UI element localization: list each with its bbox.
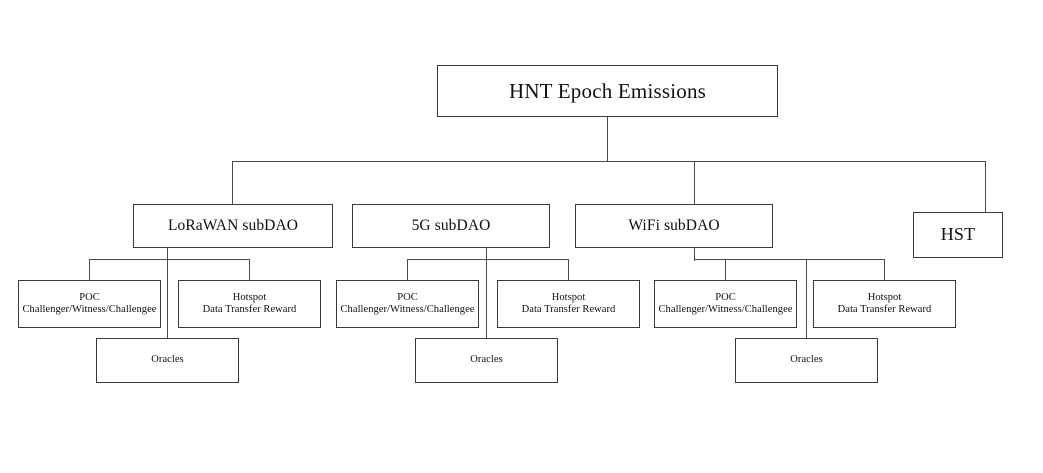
connector-lorawan-to-poc <box>89 259 91 280</box>
connector-top-bus <box>232 161 986 163</box>
node-label: Oracles <box>470 354 503 366</box>
connector-root-stem <box>607 117 609 162</box>
node-wifi-oracles[interactable]: Oracles <box>735 338 878 383</box>
node-label-line2: Data Transfer Reward <box>202 304 297 315</box>
node-5g-poc[interactable]: POC Challenger/Witness/Challengee <box>336 280 479 328</box>
node-label: Oracles <box>790 354 823 366</box>
node-label: HST <box>940 224 976 245</box>
node-lorawan-subdao[interactable]: LoRaWAN subDAO <box>133 204 333 248</box>
connector-wifi-to-hotspot <box>884 259 886 280</box>
node-label: 5G subDAO <box>411 216 491 234</box>
node-label-line2: Challenger/Witness/Challengee <box>22 304 157 315</box>
node-label-line2: Data Transfer Reward <box>837 304 932 315</box>
node-5g-hotspot[interactable]: Hotspot Data Transfer Reward <box>497 280 640 328</box>
connector-wifi-stem <box>694 248 696 261</box>
node-label-line1: Hotspot <box>232 291 267 303</box>
connector-drop-lorawan <box>232 161 234 204</box>
connector-drop-hst <box>985 161 987 212</box>
connector-fiveg-stem <box>486 248 488 261</box>
node-label-line2: Data Transfer Reward <box>521 304 616 315</box>
node-label-line2: Challenger/Witness/Challengee <box>340 304 475 315</box>
node-label-line1: Hotspot <box>551 291 586 303</box>
node-lorawan-oracles[interactable]: Oracles <box>96 338 239 383</box>
connector-lorawan-bus <box>89 259 250 261</box>
node-label-line1: Hotspot <box>867 291 902 303</box>
node-5g-oracles[interactable]: Oracles <box>415 338 558 383</box>
node-label: Oracles <box>151 354 184 366</box>
connector-fiveg-to-oracles <box>486 259 488 339</box>
node-wifi-poc[interactable]: POC Challenger/Witness/Challengee <box>654 280 797 328</box>
connector-wifi-to-oracles <box>806 259 808 339</box>
node-label: HNT Epoch Emissions <box>508 78 707 103</box>
connector-wifi-bus <box>694 259 885 261</box>
connector-fiveg-bus <box>407 259 569 261</box>
connector-fiveg-to-poc <box>407 259 409 280</box>
node-hst[interactable]: HST <box>913 212 1003 258</box>
node-wifi-hotspot[interactable]: Hotspot Data Transfer Reward <box>813 280 956 328</box>
node-lorawan-hotspot[interactable]: Hotspot Data Transfer Reward <box>178 280 321 328</box>
node-lorawan-poc[interactable]: POC Challenger/Witness/Challengee <box>18 280 161 328</box>
node-label-line2: Challenger/Witness/Challengee <box>658 304 793 315</box>
node-label-line1: POC <box>79 291 100 303</box>
node-label-line1: POC <box>397 291 418 303</box>
connector-fiveg-to-hotspot <box>568 259 570 280</box>
node-hnt-epoch-emissions[interactable]: HNT Epoch Emissions <box>437 65 778 117</box>
connector-wifi-to-poc <box>725 259 727 280</box>
node-label: LoRaWAN subDAO <box>167 216 299 234</box>
node-label: WiFi subDAO <box>628 216 720 234</box>
connector-lorawan-to-hotspot <box>249 259 251 280</box>
node-label-line1: POC <box>715 291 736 303</box>
node-wifi-subdao[interactable]: WiFi subDAO <box>575 204 773 248</box>
connector-lorawan-to-oracles <box>167 259 169 339</box>
connector-drop-wifi <box>694 161 696 204</box>
node-5g-subdao[interactable]: 5G subDAO <box>352 204 550 248</box>
connector-lorawan-stem <box>167 248 169 261</box>
